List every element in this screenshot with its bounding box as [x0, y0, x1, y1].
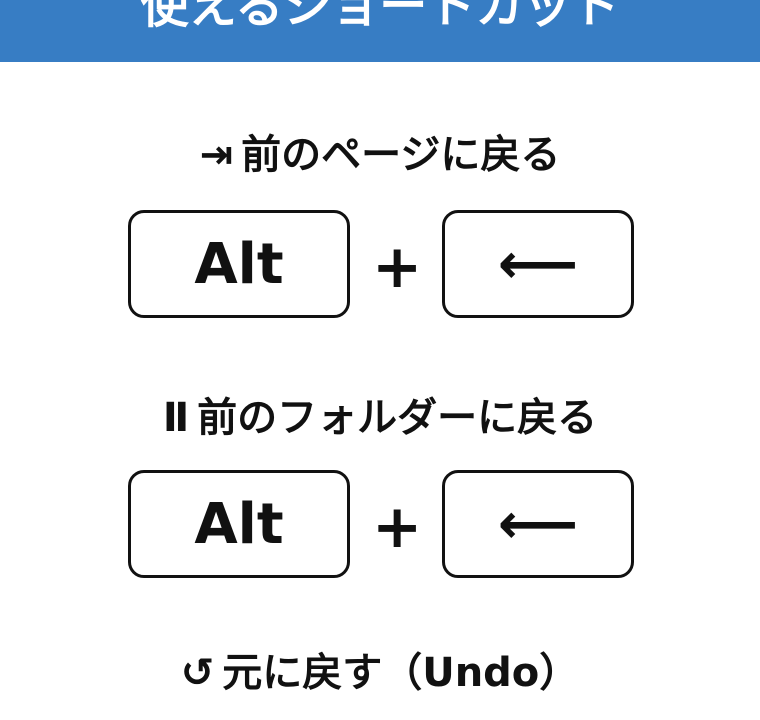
- plus-sign: +: [372, 492, 423, 562]
- key-left-arrow: ⟵: [442, 210, 634, 318]
- key-label: Alt: [194, 231, 284, 297]
- plus-sign: +: [372, 232, 423, 302]
- section-title-undo: ↺元に戻す（Undo）: [0, 640, 760, 698]
- header-title: 使えるショートカット: [140, 0, 620, 34]
- key-left-arrow: ⟵: [442, 470, 634, 578]
- key-alt: Alt: [128, 210, 350, 318]
- key-label: ⟵: [497, 231, 579, 297]
- undo-icon: ↺: [180, 650, 215, 696]
- folder-back-icon: Ⅱ: [162, 395, 190, 441]
- key-label: ⟵: [497, 491, 579, 557]
- section-label: 前のページに戻る: [241, 132, 561, 178]
- header-banner: 使えるショートカット: [0, 0, 760, 62]
- section-label: 前のフォルダーに戻る: [197, 395, 598, 441]
- key-label: Alt: [194, 491, 284, 557]
- section-label: 元に戻す（Undo）: [222, 650, 580, 696]
- section-title-previous-page: ⇥前のページに戻る: [0, 122, 760, 180]
- arrow-to-bar-icon: ⇥: [199, 132, 234, 178]
- key-alt: Alt: [128, 470, 350, 578]
